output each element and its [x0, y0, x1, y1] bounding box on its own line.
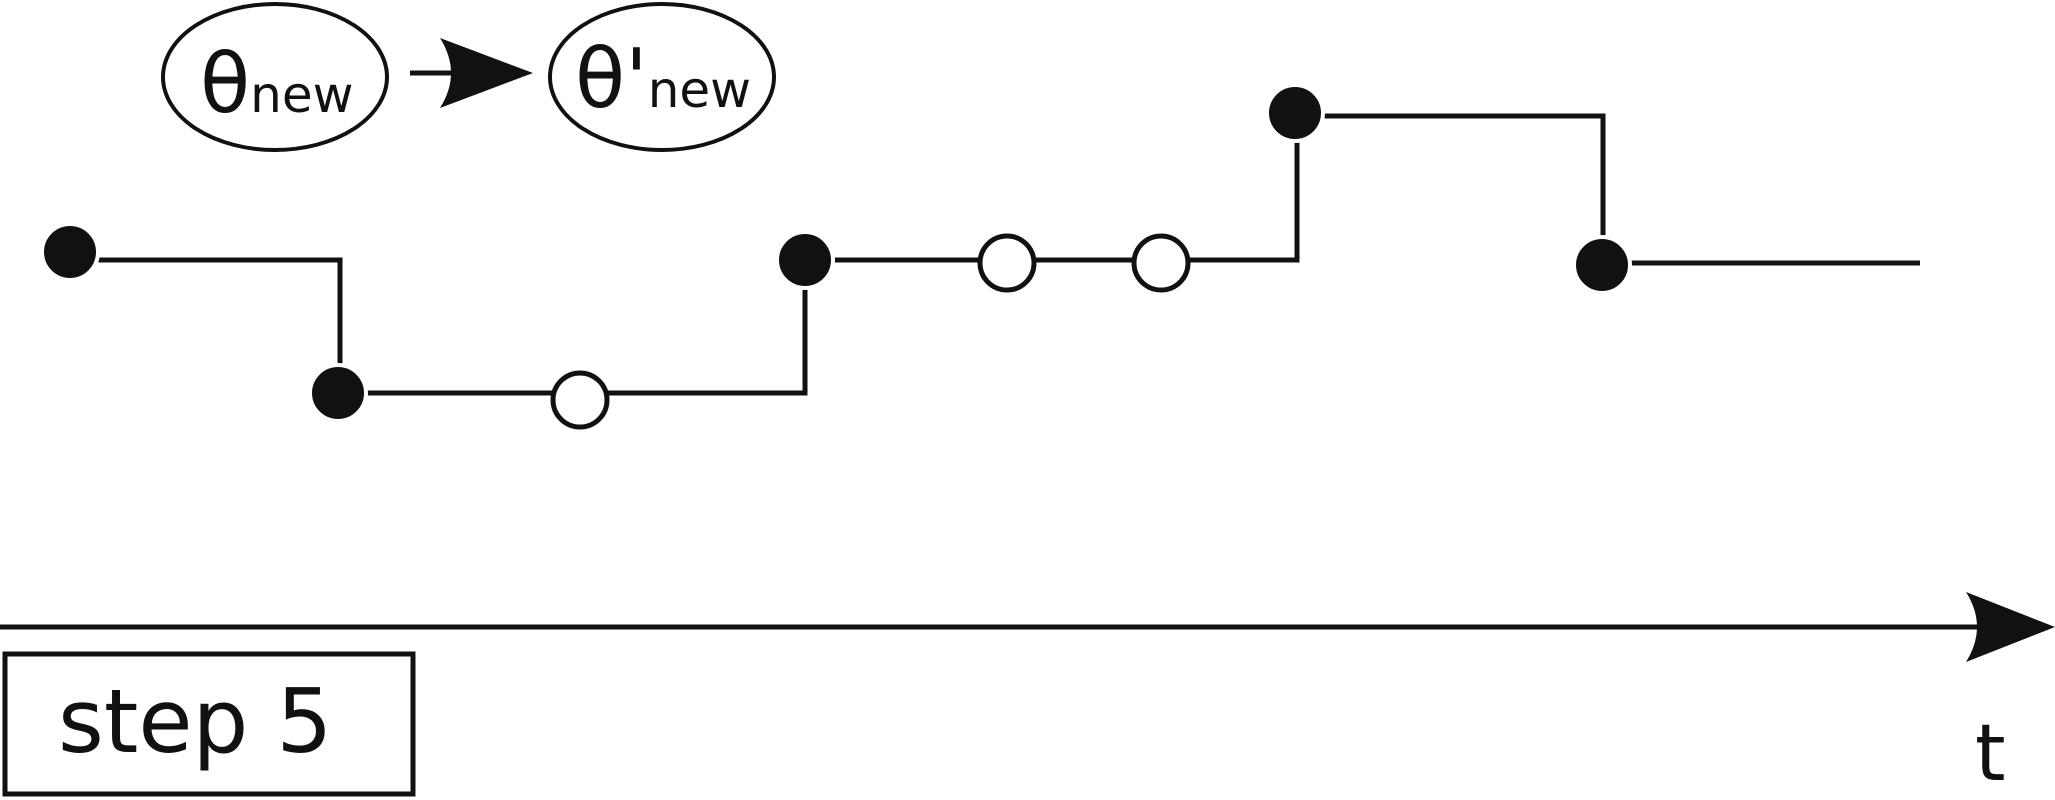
filled-point: [1265, 83, 1325, 143]
axis-label: t: [1975, 709, 2006, 799]
step-label-box: step 5: [2, 651, 416, 797]
theta-new-ellipse: [161, 2, 389, 152]
filled-point: [308, 363, 368, 423]
filled-point: [40, 222, 100, 282]
step-label: step 5: [58, 670, 332, 773]
points: [40, 83, 1632, 430]
step-line: [70, 113, 1920, 396]
theta-new-prime-symbol: θ': [575, 32, 648, 127]
hollow-point: [1131, 233, 1191, 293]
theta-new-symbol: θ: [200, 37, 250, 132]
hollow-point: [977, 233, 1037, 293]
theta-new-prime-subscript: new: [648, 61, 751, 119]
axis-arrowhead-icon: [1966, 592, 2055, 662]
theta-new-label: θnew: [200, 37, 354, 132]
filled-point: [775, 230, 835, 290]
theta-new-prime-ellipse: [548, 2, 776, 152]
filled-point: [1572, 235, 1632, 295]
theta-new-prime-label: θ'new: [575, 32, 751, 127]
theta-new-subscript: new: [250, 66, 353, 124]
legend: θnew θ'new: [161, 2, 776, 152]
time-axis: t: [0, 592, 2055, 799]
step-path: [70, 113, 1920, 396]
hollow-point: [550, 370, 610, 430]
arrow-icon: [410, 38, 533, 108]
